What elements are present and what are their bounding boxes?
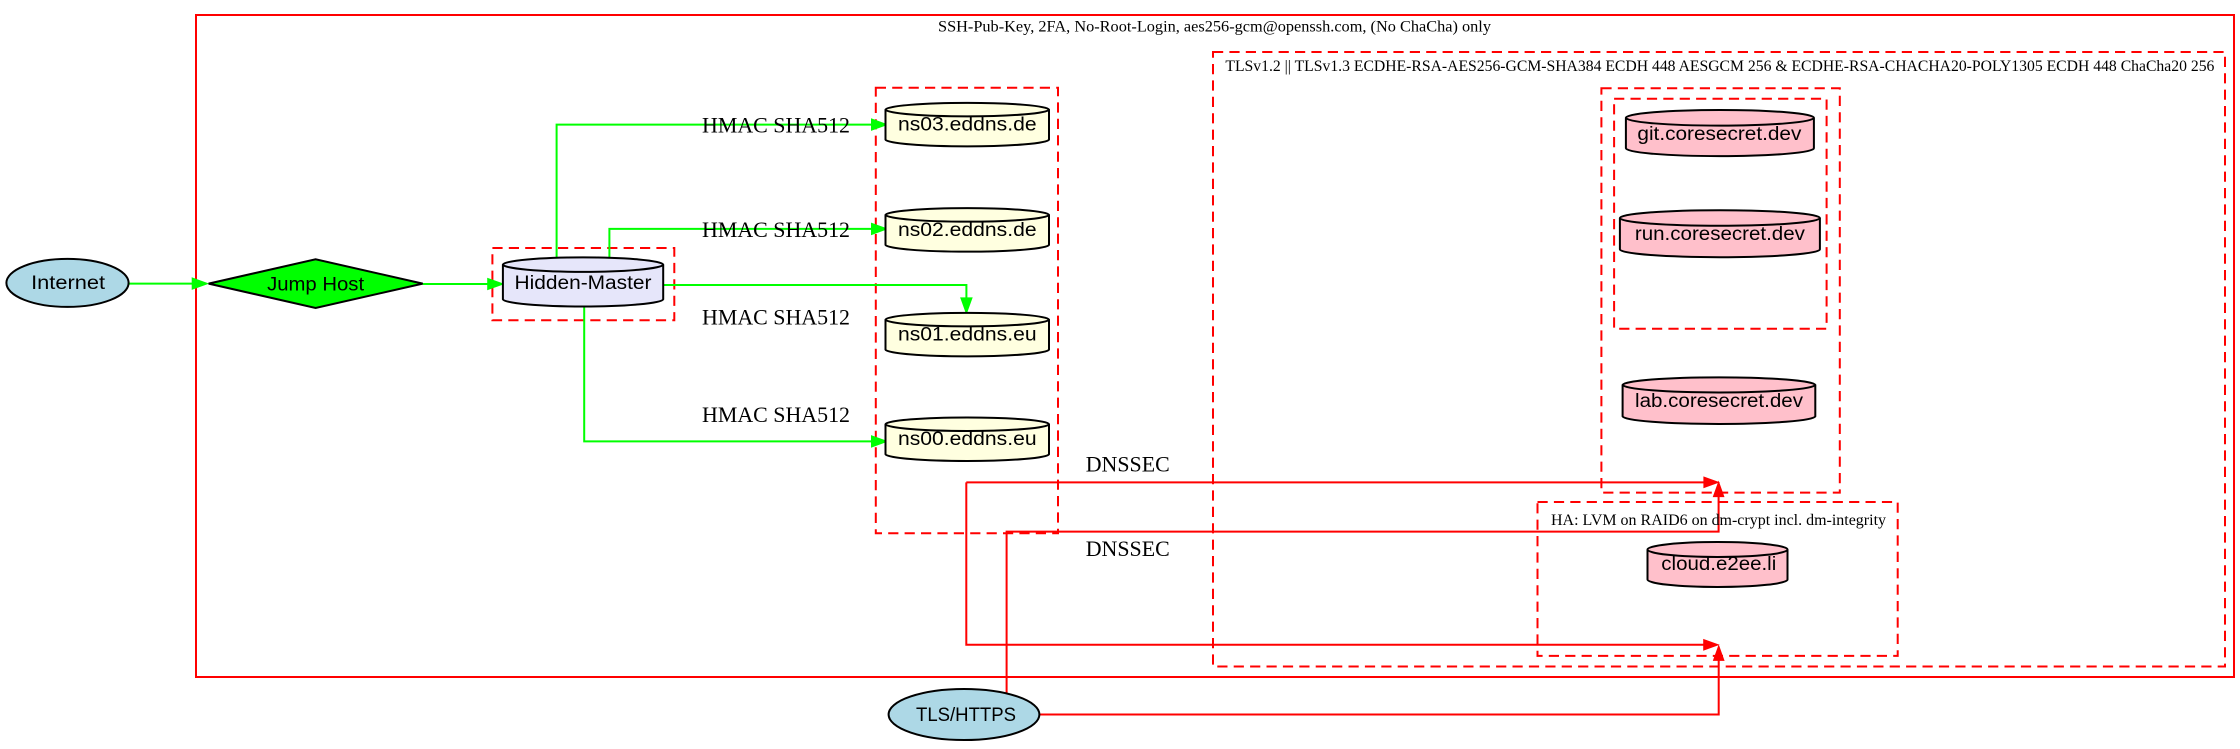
svg-text:HMAC SHA512: HMAC SHA512 xyxy=(702,217,850,242)
svg-text:HA: LVM on RAID6 on dm-crypt i: HA: LVM on RAID6 on dm-crypt incl. dm-in… xyxy=(1551,512,1886,529)
svg-text:run.coresecret.dev: run.coresecret.dev xyxy=(1635,224,1806,245)
svg-text:Internet: Internet xyxy=(31,273,106,294)
svg-text:ns02.eddns.de: ns02.eddns.de xyxy=(898,220,1037,241)
svg-text:cloud.e2ee.li: cloud.e2ee.li xyxy=(1661,554,1776,575)
svg-text:git.coresecret.dev: git.coresecret.dev xyxy=(1637,124,1802,145)
svg-text:TLSv1.2 || TLSv1.3 ECDHE-RSA-A: TLSv1.2 || TLSv1.3 ECDHE-RSA-AES256-GCM-… xyxy=(1225,58,2214,75)
svg-text:TLS/HTTPS: TLS/HTTPS xyxy=(916,705,1016,726)
svg-text:Jump Host: Jump Host xyxy=(267,274,365,295)
svg-text:DNSSEC: DNSSEC xyxy=(1086,452,1170,477)
svg-text:HMAC SHA512: HMAC SHA512 xyxy=(702,113,850,138)
svg-text:lab.coresecret.dev: lab.coresecret.dev xyxy=(1635,391,1804,412)
svg-text:HMAC SHA512: HMAC SHA512 xyxy=(702,305,850,330)
svg-text:ns00.eddns.eu: ns00.eddns.eu xyxy=(898,429,1037,450)
svg-text:HMAC SHA512: HMAC SHA512 xyxy=(702,402,850,427)
svg-text:Hidden-Master: Hidden-Master xyxy=(515,273,653,294)
svg-text:ns01.eddns.eu: ns01.eddns.eu xyxy=(898,325,1037,346)
svg-text:SSH-Pub-Key, 2FA, No-Root-Logi: SSH-Pub-Key, 2FA, No-Root-Login, aes256-… xyxy=(938,18,1491,35)
svg-text:DNSSEC: DNSSEC xyxy=(1086,536,1170,561)
svg-text:ns03.eddns.de: ns03.eddns.de xyxy=(898,115,1037,136)
